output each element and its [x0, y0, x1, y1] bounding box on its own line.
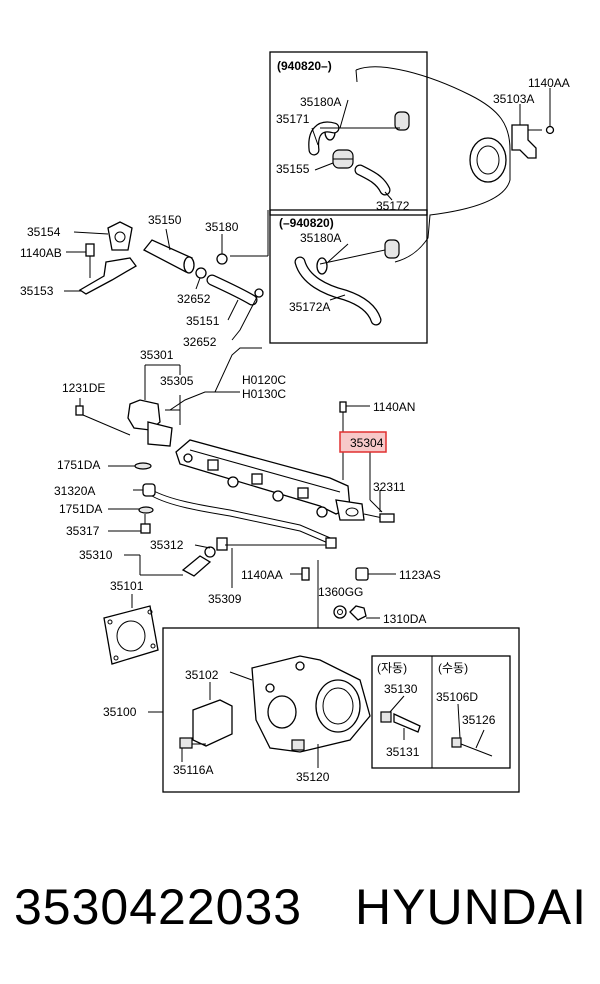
sensor-bracket-group — [64, 221, 137, 295]
label-1140AB: 1140AB — [20, 246, 62, 260]
sensor-35150 — [142, 210, 269, 341]
intake-chamber — [355, 66, 511, 263]
label-35180A-lower: 35180A — [300, 231, 341, 245]
highlight-35304 — [339, 431, 387, 453]
label-1360GG: 1360GG — [318, 585, 363, 599]
label-35102: 35102 — [185, 668, 219, 682]
label-1140AA-mid: 1140AA — [241, 568, 283, 582]
label-35106D: 35106D — [436, 690, 478, 704]
throttle-fasteners — [317, 560, 396, 628]
label-35172A: 35172A — [289, 300, 330, 314]
label-1123AS: 1123AS — [399, 568, 441, 582]
label-H0130C: H0130C — [242, 387, 286, 401]
label-32311: 32311 — [373, 480, 406, 494]
header-box-lower: (–940820) — [279, 216, 334, 230]
caption: 3530422033 HYUNDAI — [0, 868, 600, 958]
label-35305: 35305 — [160, 374, 194, 388]
parts-diagram: (940820–) (–940820) (자동) (수동) 1140AA 351… — [20, 51, 570, 793]
label-35310: 35310 — [79, 548, 113, 562]
box-auto-manual — [371, 655, 511, 769]
brand-name: HYUNDAI — [355, 879, 588, 935]
label-1751DA-a: 1751DA — [57, 458, 100, 472]
label-1231DE: 1231DE — [62, 381, 105, 395]
label-35154: 35154 — [27, 225, 61, 239]
idle-parts — [380, 695, 493, 757]
upper-box-parts — [308, 99, 410, 201]
label-35172: 35172 — [376, 199, 410, 213]
label-1310DA: 1310DA — [383, 612, 426, 626]
label-35151: 35151 — [186, 314, 220, 328]
label-1751DA-b: 1751DA — [59, 502, 102, 516]
label-31320A: 31320A — [54, 484, 95, 498]
label-35101: 35101 — [110, 579, 144, 593]
throttle-body — [148, 655, 371, 768]
label-35100: 35100 — [103, 705, 137, 719]
label-35180A-upper: 35180A — [300, 95, 341, 109]
fuel-rail — [175, 401, 395, 523]
part-number: 3530422033 — [14, 879, 303, 935]
label-H0120C: H0120C — [242, 373, 286, 387]
label-35180: 35180 — [205, 220, 239, 234]
label-35130: 35130 — [384, 682, 418, 696]
header-auto: (자동) — [377, 661, 407, 675]
label-1140AA-top: 1140AA — [528, 76, 570, 90]
label-35171: 35171 — [276, 112, 310, 126]
label-35304: 35304 — [350, 436, 384, 450]
label-35312: 35312 — [150, 538, 184, 552]
label-35126: 35126 — [462, 713, 496, 727]
label-35301: 35301 — [140, 348, 174, 362]
label-35150: 35150 — [148, 213, 182, 227]
label-1140AN: 1140AN — [373, 400, 415, 414]
label-35153: 35153 — [20, 284, 54, 298]
label-35120: 35120 — [296, 770, 330, 784]
box-lower — [269, 209, 428, 344]
label-32652-a: 32652 — [177, 292, 211, 306]
header-box-upper: (940820–) — [277, 59, 332, 73]
fuel-line-group — [108, 462, 337, 588]
gasket-35101 — [103, 594, 159, 665]
label-35155: 35155 — [276, 162, 310, 176]
label-35309: 35309 — [208, 592, 242, 606]
box-upper — [269, 51, 428, 216]
box-throttle — [162, 627, 520, 793]
header-manual: (수동) — [438, 661, 468, 675]
label-35103A: 35103A — [493, 92, 534, 106]
label-35317: 35317 — [66, 524, 100, 538]
label-35131: 35131 — [386, 745, 420, 759]
pressure-regulator — [75, 347, 262, 447]
label-32652-b: 32652 — [183, 335, 217, 349]
sensor-35102 — [179, 682, 233, 762]
label-35116A: 35116A — [173, 763, 213, 777]
lower-box-parts — [294, 239, 400, 326]
bracket-35103A — [511, 88, 555, 159]
